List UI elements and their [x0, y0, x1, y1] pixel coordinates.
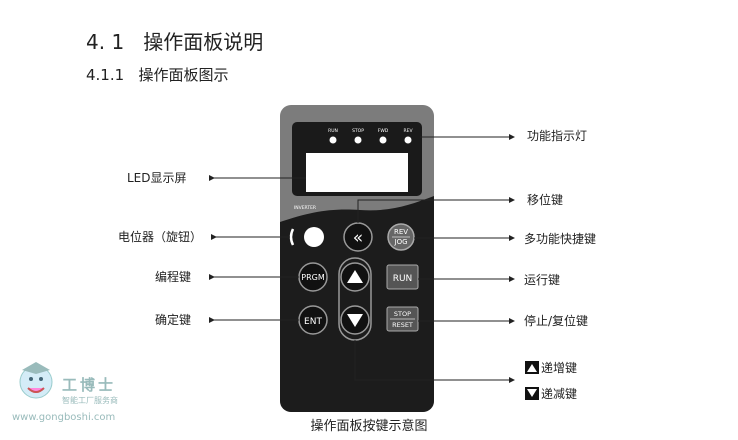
- ent-key[interactable]: ENT: [298, 305, 328, 335]
- led-label-fwd: FWD: [378, 128, 389, 134]
- watermark-slogan: 智能工厂服务商: [62, 396, 118, 405]
- led-label-rev: REV: [403, 128, 413, 134]
- rev-jog-key[interactable]: REV JOG: [387, 223, 415, 251]
- label-led-screen: LED显示屏: [127, 171, 187, 185]
- label-run-key: 运行键: [524, 273, 561, 287]
- figure-caption: 操作面板按键示意图: [310, 419, 428, 434]
- led-screen: [306, 153, 408, 192]
- led-label-stop: STOP: [352, 128, 364, 134]
- led-fwd-icon: [379, 136, 387, 144]
- label-up-key: 递增键: [541, 361, 578, 375]
- triangle-down-icon: [347, 314, 363, 327]
- run-key[interactable]: RUN: [386, 264, 419, 290]
- watermark-name: 工博士: [62, 376, 117, 394]
- shift-key[interactable]: «: [343, 222, 373, 252]
- brand-text: INVERTER: [294, 205, 316, 211]
- subsection-heading: 4.1.1 操作面板图示: [86, 66, 229, 84]
- up-key[interactable]: [340, 262, 370, 292]
- svg-text:RUN: RUN: [393, 274, 413, 284]
- label-indicator: 功能指示灯: [527, 129, 588, 143]
- svg-text:ENT: ENT: [304, 317, 322, 327]
- down-key[interactable]: [340, 305, 370, 335]
- label-stop-reset-key: 停止/复位键: [524, 314, 589, 328]
- label-confirm-key: 确定键: [155, 313, 192, 327]
- label-multi-key: 多功能快捷键: [524, 232, 597, 246]
- watermark-logo: [19, 362, 53, 399]
- svg-text:PRGM: PRGM: [301, 273, 325, 282]
- svg-text:REV: REV: [394, 228, 408, 236]
- watermark-url: www.gongboshi.com: [12, 412, 116, 423]
- led-label-run: RUN: [328, 128, 338, 134]
- potentiometer-knob[interactable]: [304, 227, 324, 247]
- section-heading: 4. 1 操作面板说明: [86, 30, 264, 54]
- svg-text:RESET: RESET: [392, 321, 413, 329]
- label-shift-key: 移位键: [527, 193, 564, 207]
- stop-reset-key[interactable]: STOP RESET: [386, 306, 419, 332]
- svg-text:«: «: [353, 228, 363, 248]
- label-program-key: 编程键: [155, 270, 192, 284]
- label-potentiometer: 电位器（旋钮）: [118, 230, 203, 244]
- prgm-key[interactable]: PRGM: [298, 262, 328, 292]
- triangle-up-icon: [347, 270, 363, 283]
- led-stop-icon: [354, 136, 362, 144]
- svg-text:JOG: JOG: [394, 238, 408, 246]
- led-run-icon: [329, 136, 337, 144]
- label-down-key: 递减键: [541, 387, 578, 401]
- svg-text:STOP: STOP: [394, 310, 411, 318]
- callout-lines: [209, 134, 515, 383]
- led-rev-icon: [404, 136, 412, 144]
- knob-arc-icon: [289, 228, 295, 246]
